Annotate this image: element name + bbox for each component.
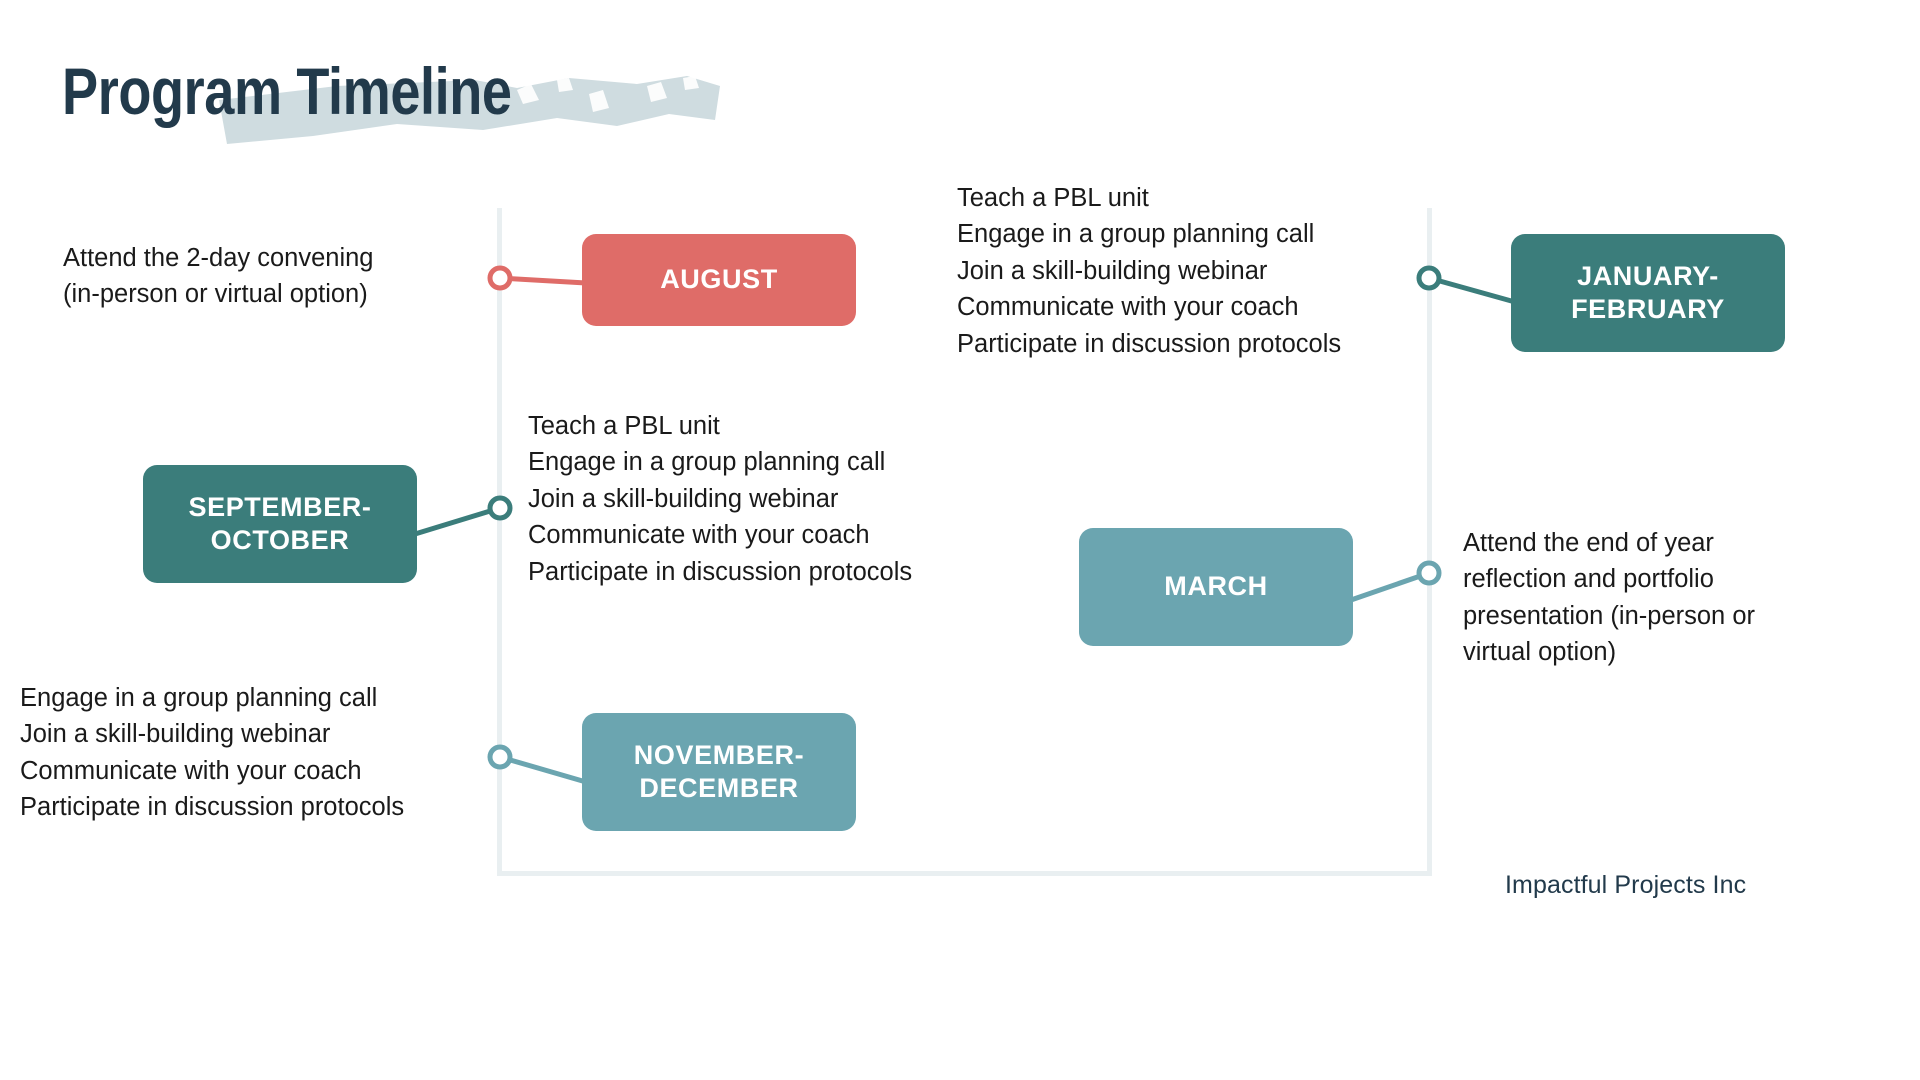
milestone-description-january-february: Teach a PBL unit Engage in a group plann… xyxy=(957,184,1342,358)
milestone-description-august: Attend the 2-day convening (in-person or… xyxy=(63,244,374,309)
connector-september-october xyxy=(414,495,513,537)
title-block: Program Timeline xyxy=(62,36,762,146)
footer-brand-name: Impactful Projects Inc xyxy=(1505,871,1747,899)
milestone-card-september-october[interactable]: SEPTEMBER- OCTOBER xyxy=(143,465,417,583)
connector-january-february xyxy=(1416,265,1516,305)
milestone-card-august-label: AUGUST xyxy=(660,264,778,295)
milestone-description-september-october: Teach a PBL unit Engage in a group plann… xyxy=(528,412,913,586)
connector-november-december xyxy=(487,744,587,785)
milestone-card-november-december-label: NOVEMBER- DECEMBER xyxy=(633,739,805,803)
milestone-card-november-december[interactable]: NOVEMBER- DECEMBER xyxy=(582,713,856,831)
milestone-card-august[interactable]: AUGUST xyxy=(582,234,856,326)
connector-march xyxy=(1350,560,1442,603)
page-title: Program Timeline xyxy=(62,54,512,128)
connector-august xyxy=(487,265,587,291)
milestone-card-september-october-label: SEPTEMBER- OCTOBER xyxy=(188,491,372,555)
milestone-card-january-february[interactable]: JANUARY- FEBRUARY xyxy=(1511,234,1785,352)
milestone-description-november-december: Engage in a group planning call Join a s… xyxy=(20,684,405,822)
milestone-card-january-february-label: JANUARY- FEBRUARY xyxy=(1571,260,1725,324)
milestone-card-march-label: MARCH xyxy=(1164,571,1268,602)
milestone-description-march: Attend the end of year reflection and po… xyxy=(1463,529,1755,667)
milestone-card-march[interactable]: MARCH xyxy=(1079,528,1353,646)
